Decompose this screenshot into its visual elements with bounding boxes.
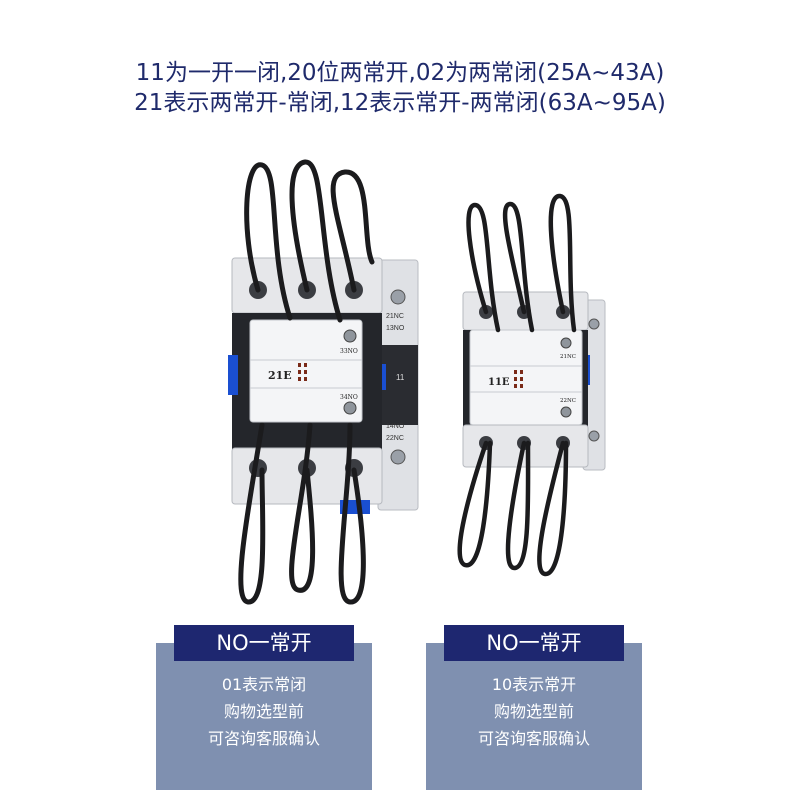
info-card-left-line-3: 可咨询客服确认 <box>207 729 320 748</box>
left-indicator-window <box>298 363 307 381</box>
info-card-left-lines: 01表示常闭 购物选型前 可咨询客服确认 <box>156 671 372 752</box>
contactor-product-photo: 21NC 13NO 11 14NO 22NC 33NO 34NO 21E <box>228 159 606 605</box>
left-side-bottom2-label: 22NC <box>386 435 404 442</box>
right-contactor: 21NC 22NC 11E <box>457 193 606 577</box>
info-card-left-line-1: 01表示常闭 <box>221 675 307 694</box>
info-card-left-title: NO一常开 <box>174 625 354 661</box>
left-top-wires <box>244 159 375 323</box>
info-card-right-line-3: 可咨询客服确认 <box>477 729 590 748</box>
info-card-left-body <box>156 643 372 790</box>
right-top-wires <box>466 193 577 333</box>
left-side-mid-label: 11 <box>396 373 405 382</box>
info-card-right-title: NO一常开 <box>444 625 624 661</box>
left-bottom-wires <box>238 422 366 605</box>
right-lower-contact-label: 22NC <box>560 398 576 404</box>
headline-line-2: 21表示两常开-常闭,12表示常开-两常闭(63A~95A) <box>134 90 666 116</box>
left-contactor: 21NC 13NO 11 14NO 22NC 33NO 34NO 21E <box>228 159 419 605</box>
left-blue-side-tab <box>228 355 238 395</box>
info-card-left-line-2: 购物选型前 <box>223 702 304 721</box>
left-model-label: 21E <box>268 369 292 382</box>
left-side-bottom-label: 14NO <box>386 423 405 430</box>
left-upper-contact-label: 33NO <box>340 348 358 355</box>
info-card-right-body <box>426 643 642 790</box>
right-indicator-window <box>514 370 523 388</box>
left-side-top-label: 21NC <box>386 313 404 320</box>
headline-line-1: 11为一开一闭,20位两常开,02为两常闭(25A~43A) <box>135 60 665 86</box>
info-card-right-line-1: 10表示常开 <box>491 675 577 694</box>
left-side-top2-label: 13NO <box>386 325 405 332</box>
info-card-right-lines: 10表示常开 购物选型前 可咨询客服确认 <box>426 671 642 752</box>
info-card-left: NO一常开 01表示常闭 购物选型前 可咨询客服确认 <box>156 625 372 790</box>
right-bottom-wires <box>457 440 569 577</box>
right-model-label: 11E <box>488 377 510 388</box>
info-card-right: NO一常开 10表示常开 购物选型前 可咨询客服确认 <box>426 625 642 790</box>
right-upper-contact-label: 21NC <box>560 354 576 360</box>
info-card-right-line-2: 购物选型前 <box>493 702 574 721</box>
left-lower-contact-label: 34NO <box>340 394 358 401</box>
